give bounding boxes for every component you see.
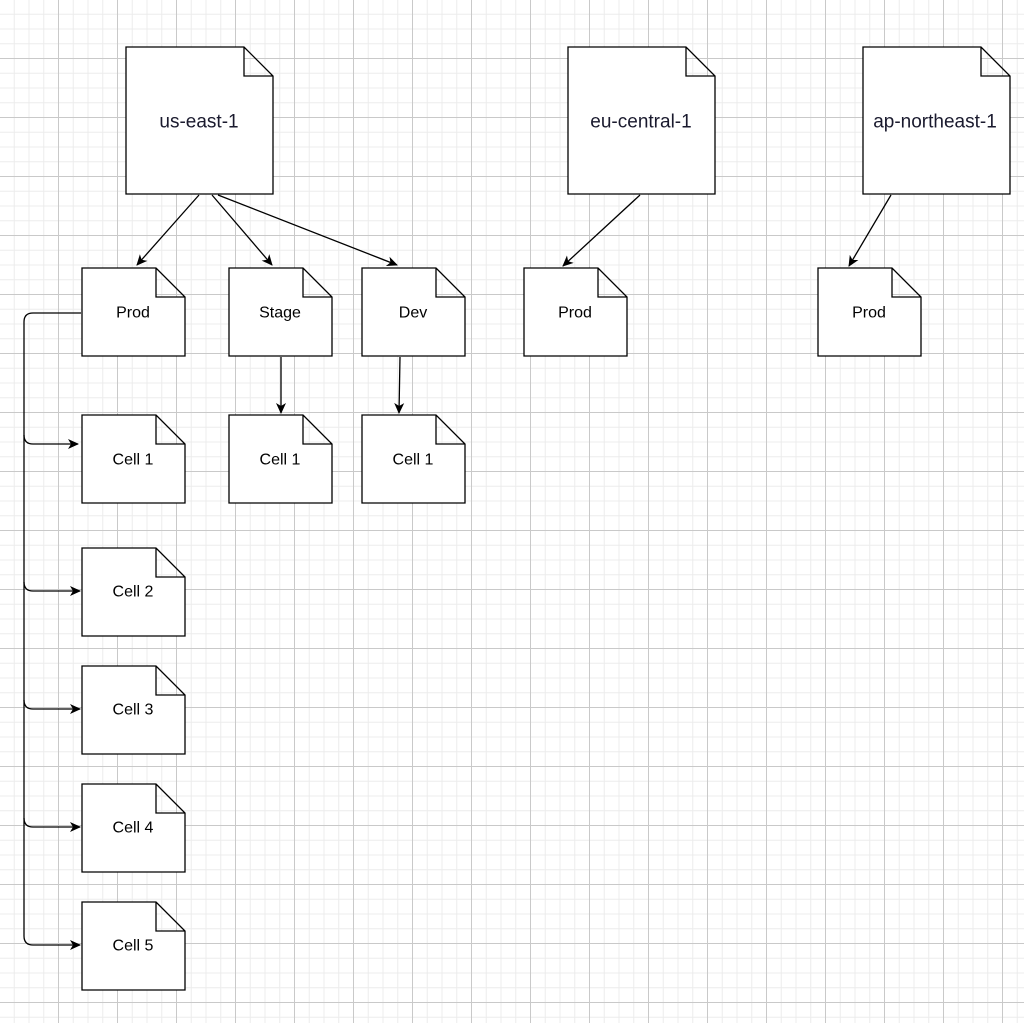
cell-node-prod-cell-2[interactable]: Cell 2 <box>81 547 186 637</box>
document-shape <box>81 901 186 991</box>
document-shape <box>81 665 186 755</box>
node-label: Cell 3 <box>113 702 154 719</box>
env-node-ap-northeast-prod[interactable]: Prod <box>817 267 922 357</box>
document-shape <box>81 783 186 873</box>
document-shape <box>228 414 333 504</box>
document-shape <box>567 46 716 195</box>
document-shape <box>81 547 186 637</box>
edge-us-east-1-to-dev <box>217 194 398 267</box>
document-shape <box>228 267 333 357</box>
edge-us-east-1-to-prod <box>136 194 200 266</box>
edge-dev-to-cell-1 <box>394 356 405 414</box>
document-shape <box>862 46 1011 195</box>
document-shape <box>361 267 466 357</box>
document-shape <box>125 46 274 195</box>
region-node-us-east-1[interactable]: us-east-1 <box>125 46 274 195</box>
node-label: eu-central-1 <box>590 112 691 133</box>
env-node-us-east-stage[interactable]: Stage <box>228 267 333 357</box>
edge-prod-to-cell-2 <box>23 435 81 596</box>
cell-node-prod-cell-1[interactable]: Cell 1 <box>81 414 186 504</box>
edges <box>23 194 892 950</box>
node-label: Cell 5 <box>113 938 154 955</box>
edge-prod-to-cell-4 <box>23 700 81 832</box>
cell-node-prod-cell-4[interactable]: Cell 4 <box>81 783 186 873</box>
region-node-eu-central-1[interactable]: eu-central-1 <box>567 46 716 195</box>
cell-node-dev-cell-1[interactable]: Cell 1 <box>361 414 466 504</box>
node-label: Prod <box>558 305 592 322</box>
document-shape <box>523 267 628 357</box>
edge-prod-to-cell-1 <box>23 312 81 449</box>
document-shape <box>81 414 186 504</box>
cell-node-prod-cell-3[interactable]: Cell 3 <box>81 665 186 755</box>
document-shape <box>361 414 466 504</box>
env-node-us-east-prod[interactable]: Prod <box>81 267 186 357</box>
node-label: ap-northeast-1 <box>873 112 997 133</box>
edge-prod-to-cell-3 <box>23 582 81 714</box>
node-label: Cell 2 <box>113 584 154 601</box>
edge-ap-northeast-1-to-prod <box>848 194 892 267</box>
document-shape <box>81 267 186 357</box>
env-node-eu-central-prod[interactable]: Prod <box>523 267 628 357</box>
env-node-us-east-dev[interactable]: Dev <box>361 267 466 357</box>
region-node-ap-northeast-1[interactable]: ap-northeast-1 <box>862 46 1011 195</box>
edge-eu-central-1-to-prod <box>562 194 641 267</box>
document-shape <box>817 267 922 357</box>
node-label: Stage <box>259 305 301 322</box>
node-label: Cell 1 <box>113 452 154 469</box>
node-label: Prod <box>116 305 150 322</box>
node-label: Dev <box>399 305 427 322</box>
cell-node-stage-cell-1[interactable]: Cell 1 <box>228 414 333 504</box>
edge-us-east-1-to-stage <box>211 194 273 266</box>
node-label: us-east-1 <box>159 112 238 133</box>
node-label: Cell 4 <box>113 820 154 837</box>
node-label: Cell 1 <box>393 452 434 469</box>
edge-prod-to-cell-5 <box>23 818 81 950</box>
node-label: Prod <box>852 305 886 322</box>
cell-node-prod-cell-5[interactable]: Cell 5 <box>81 901 186 991</box>
node-label: Cell 1 <box>260 452 301 469</box>
